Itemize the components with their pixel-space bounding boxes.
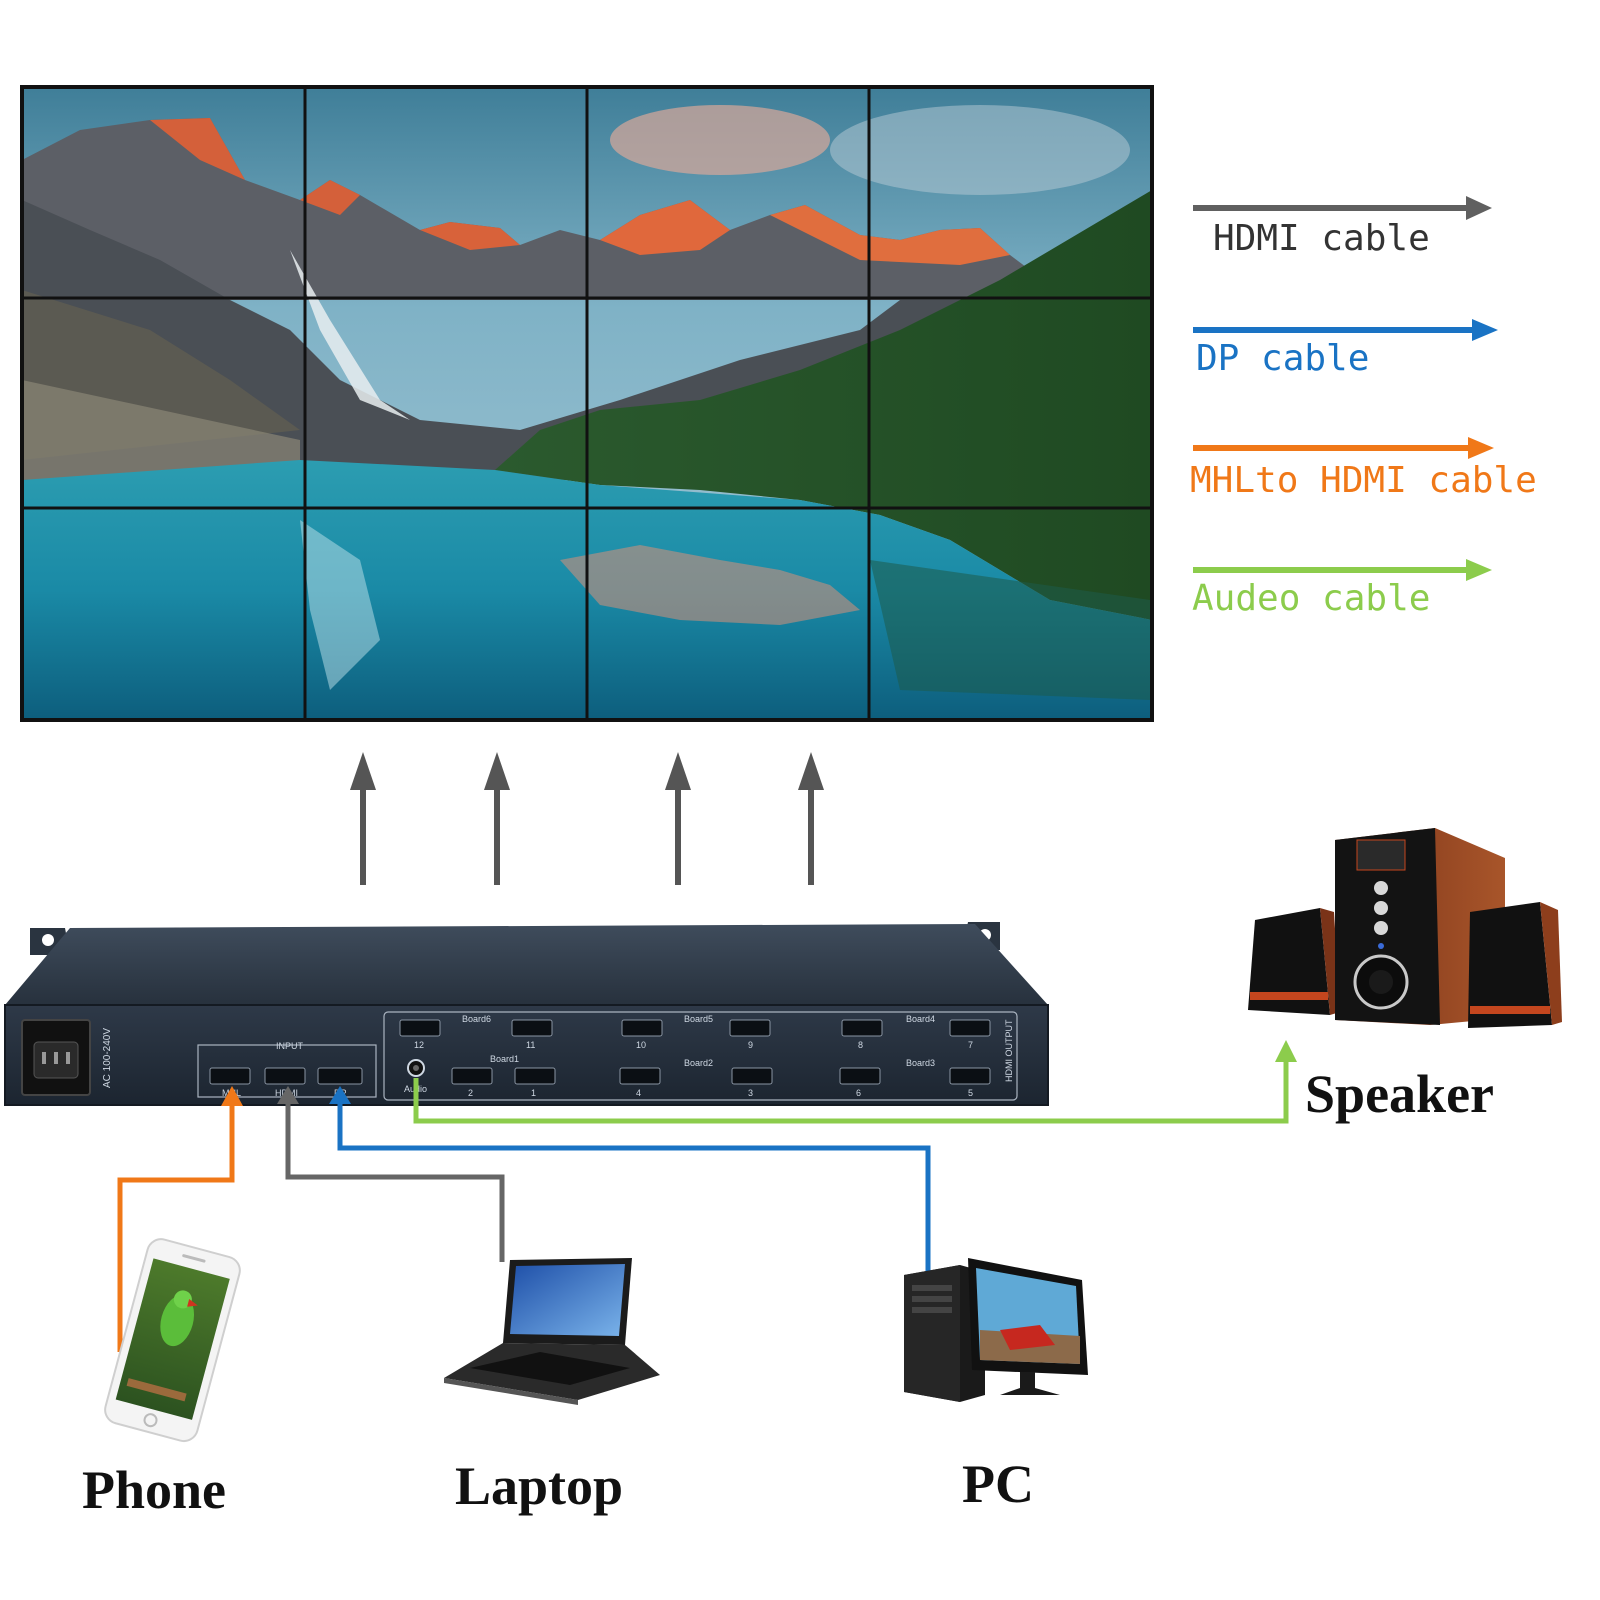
legend-label: MHLto HDMI cable (1190, 460, 1537, 501)
arrow-right-icon (1466, 196, 1492, 220)
hdmi-port-icon (451, 1067, 493, 1085)
board-label: Board4 (906, 1014, 935, 1024)
output-port[interactable]: 8 (841, 1019, 883, 1050)
hdmi-port-icon (729, 1019, 771, 1037)
arrow-right-icon (1472, 319, 1498, 341)
speaker-icon (1248, 828, 1562, 1028)
arrow-up-icon (798, 752, 824, 885)
dp-port-icon (317, 1067, 363, 1085)
legend-item-mhl: MHLto HDMI cable (1190, 437, 1537, 501)
port-number: 1 (531, 1088, 536, 1098)
hdmi-port-icon (839, 1067, 881, 1085)
output-group (383, 1011, 1018, 1101)
port-number: 12 (414, 1040, 424, 1050)
port-number: 11 (526, 1040, 535, 1050)
arrow-up-icon (665, 752, 691, 885)
output-port[interactable]: 7 (949, 1019, 991, 1050)
output-port[interactable]: 3 (731, 1067, 773, 1098)
audio-cable (413, 1058, 1289, 1124)
port-number: 9 (748, 1040, 753, 1050)
legend-item-dp: DP cable (1193, 319, 1498, 379)
output-port[interactable]: 4 (619, 1067, 661, 1098)
hdmi-port-icon (399, 1019, 441, 1037)
legend-label: DP cable (1196, 338, 1369, 379)
laptop-icon (444, 1258, 660, 1405)
arrow-up-icon (277, 1086, 299, 1104)
port-number: 3 (748, 1088, 753, 1098)
video-wall (20, 85, 1154, 722)
phone-label: Phone (82, 1460, 226, 1520)
legend-label: Audeo cable (1192, 578, 1430, 619)
port-number: 6 (856, 1088, 861, 1098)
legend-label: HDMI cable (1213, 218, 1430, 259)
hdmi-port-icon (731, 1067, 773, 1085)
port-number: 7 (968, 1040, 973, 1050)
hdmi-port-icon (841, 1019, 883, 1037)
output-port[interactable]: 5 (949, 1067, 991, 1098)
output-port[interactable]: 6 (839, 1067, 881, 1098)
hdmi-port-icon (264, 1067, 306, 1085)
input-label: INPUT (276, 1041, 304, 1051)
hdmi-port-icon (619, 1067, 661, 1085)
board-label: Board6 (462, 1014, 491, 1024)
hdmi-port-icon (949, 1067, 991, 1085)
cables (117, 1040, 1297, 1352)
arrow-up-icon (484, 752, 510, 885)
speaker-label: Speaker (1305, 1064, 1494, 1124)
dp-cable (337, 1100, 931, 1272)
arrow-up-icon (329, 1086, 351, 1104)
legend-item-hdmi: HDMI cable (1193, 196, 1492, 259)
pc-label: PC (962, 1454, 1034, 1514)
port-number: 8 (858, 1040, 863, 1050)
hdmi-cable (285, 1100, 505, 1262)
port-number: 4 (636, 1088, 641, 1098)
hdmi-port-icon (949, 1019, 991, 1037)
output-arrows (350, 752, 824, 885)
desktop-pc-icon (904, 1258, 1088, 1402)
output-port[interactable]: 10 (621, 1019, 663, 1050)
hdmi-port-icon (209, 1067, 251, 1085)
power-label: AC 100-240V (102, 1028, 113, 1088)
legend: HDMI cable DP cable MHLto HDMI cable Aud… (1190, 196, 1537, 619)
mhl-cable (117, 1102, 235, 1352)
board-label: Board5 (684, 1014, 713, 1024)
port-number: 5 (968, 1088, 973, 1098)
board-label: Board1 (490, 1054, 519, 1064)
output-port[interactable]: 12 (399, 1019, 441, 1050)
output-port[interactable]: 2 (451, 1067, 493, 1098)
video-wall-processor: AC 100-240V INPUT MHL HDMI DP HDMI OUTPU… (4, 922, 1049, 1106)
laptop-label: Laptop (455, 1456, 623, 1516)
board-label: Board2 (684, 1058, 713, 1068)
output-port[interactable]: 9 (729, 1019, 771, 1050)
hdmi-port-icon (514, 1067, 556, 1085)
output-port[interactable]: 11 (511, 1019, 553, 1050)
hdmi-port-icon (511, 1019, 553, 1037)
hdmi-port-icon (621, 1019, 663, 1037)
output-port[interactable]: 1 (514, 1067, 556, 1098)
arrow-up-icon (221, 1086, 243, 1106)
port-number: 10 (636, 1040, 646, 1050)
power-socket-icon (21, 1019, 91, 1096)
phone-icon (104, 1238, 241, 1443)
output-label: HDMI OUTPUT (1004, 1019, 1014, 1082)
port-number: 2 (468, 1088, 473, 1098)
arrow-right-icon (1468, 437, 1494, 459)
arrow-up-icon (1275, 1040, 1297, 1062)
board-label: Board3 (906, 1058, 935, 1068)
legend-item-audio: Audeo cable (1192, 559, 1492, 619)
arrow-up-icon (350, 752, 376, 885)
arrow-right-icon (1466, 559, 1492, 581)
